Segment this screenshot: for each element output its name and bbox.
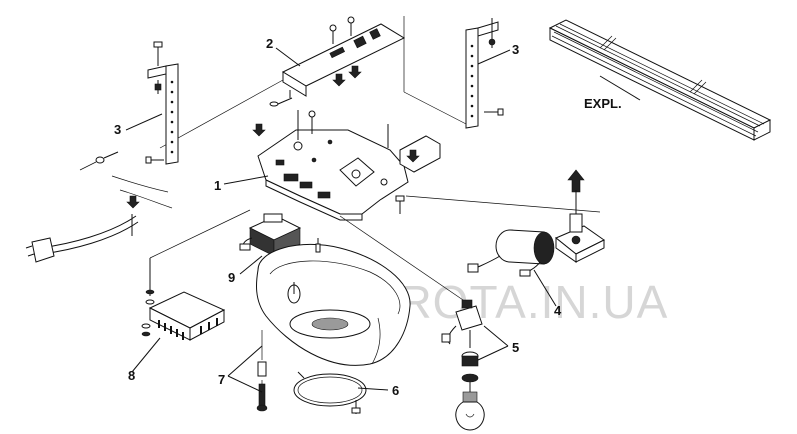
callout-8: 8 [128, 368, 135, 383]
callout-6: 6 [392, 383, 399, 398]
callout-3-right: 3 [512, 42, 519, 57]
callout-3-left: 3 [114, 122, 121, 137]
control-board [141, 258, 226, 341]
rail-profile [548, 19, 772, 141]
top-bracket [269, 16, 406, 107]
callout-9: 9 [228, 270, 235, 285]
light-bulb [455, 391, 485, 431]
expl-label: EXPL. [584, 96, 622, 111]
power-cord [25, 151, 173, 263]
lamp-socket [339, 215, 483, 392]
chassis-plate [252, 110, 441, 221]
callout-1: 1 [214, 178, 221, 193]
motor-assembly [467, 169, 605, 277]
callout-7: 7 [218, 372, 225, 387]
dome-cover [255, 238, 411, 366]
callout-4: 4 [554, 303, 562, 318]
callout-2: 2 [266, 36, 273, 51]
callout-5: 5 [512, 340, 519, 355]
leader-lines [125, 47, 557, 393]
left-support-strap [145, 41, 179, 165]
right-support-strap [465, 18, 504, 129]
lens-ring [293, 371, 367, 414]
cover-screws [256, 330, 268, 412]
